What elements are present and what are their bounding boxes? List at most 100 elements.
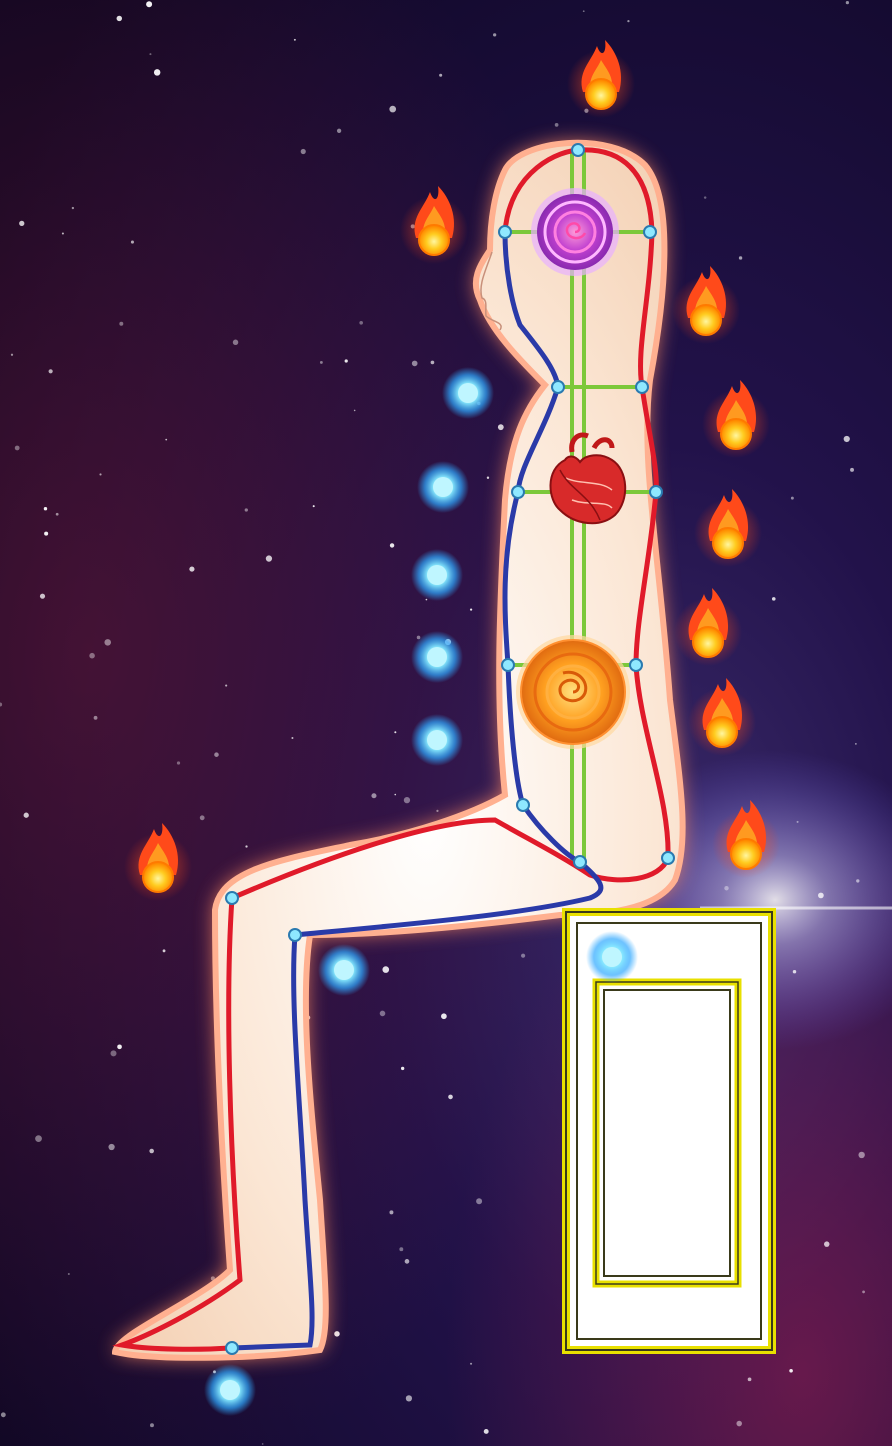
flame-icon xyxy=(712,800,780,878)
star xyxy=(19,220,25,226)
head-spiral-icon xyxy=(531,188,619,276)
star xyxy=(265,555,273,562)
star xyxy=(771,597,776,601)
star xyxy=(291,736,294,739)
star xyxy=(176,761,181,765)
star xyxy=(245,845,248,848)
star xyxy=(483,1429,489,1434)
junction-node xyxy=(551,380,565,394)
star xyxy=(214,752,219,757)
star xyxy=(845,1,850,5)
star xyxy=(389,105,397,113)
star xyxy=(790,496,794,500)
junction-node xyxy=(643,225,657,239)
star xyxy=(389,1210,394,1215)
star xyxy=(55,512,59,516)
star xyxy=(93,715,98,720)
star xyxy=(627,19,630,23)
star xyxy=(67,1273,70,1276)
glowing-orb-icon xyxy=(318,944,370,996)
star xyxy=(149,1148,154,1154)
star xyxy=(149,53,152,56)
orb-group xyxy=(204,367,638,1416)
star xyxy=(469,608,473,611)
star xyxy=(747,1377,752,1382)
star xyxy=(71,206,75,210)
star xyxy=(293,38,296,41)
star xyxy=(399,1247,404,1252)
star xyxy=(39,593,46,599)
star xyxy=(394,793,397,796)
glowing-orb-icon xyxy=(442,367,494,419)
star xyxy=(119,321,124,326)
star xyxy=(225,684,228,687)
star xyxy=(150,1423,154,1428)
star xyxy=(336,128,342,133)
flame-icon xyxy=(702,380,770,458)
channel-junction-nodes xyxy=(225,143,675,1355)
star xyxy=(436,809,439,813)
flame-group xyxy=(124,40,780,901)
star xyxy=(0,1412,6,1418)
star xyxy=(44,531,49,536)
flame-icon xyxy=(567,40,635,118)
star xyxy=(110,1050,117,1057)
star xyxy=(334,1331,340,1337)
star xyxy=(162,949,166,953)
glowing-orb-icon xyxy=(411,549,463,601)
flame-icon xyxy=(688,678,756,756)
star xyxy=(470,1362,473,1365)
star xyxy=(394,731,397,734)
star xyxy=(261,1443,264,1445)
star xyxy=(843,435,850,443)
star xyxy=(554,123,559,127)
star xyxy=(99,473,102,476)
star xyxy=(400,1066,405,1071)
junction-node xyxy=(501,658,515,672)
star xyxy=(232,339,239,345)
star xyxy=(244,508,248,512)
star xyxy=(818,892,824,899)
star xyxy=(117,1044,122,1050)
star xyxy=(476,1198,483,1205)
star xyxy=(854,742,857,745)
star xyxy=(344,359,348,363)
junction-node xyxy=(498,225,512,239)
glowing-orb-icon xyxy=(204,1364,256,1416)
star xyxy=(850,467,854,472)
junction-node xyxy=(573,855,587,869)
star xyxy=(736,1420,742,1427)
star xyxy=(439,73,443,77)
star xyxy=(403,797,411,804)
star xyxy=(210,1276,215,1281)
seat-block xyxy=(562,908,776,1354)
star xyxy=(379,1010,386,1017)
star xyxy=(43,507,48,511)
star xyxy=(858,1151,865,1159)
star xyxy=(89,652,95,659)
junction-node xyxy=(661,851,675,865)
junction-node xyxy=(516,798,530,812)
junction-node xyxy=(571,143,585,157)
flame-icon xyxy=(124,823,192,901)
star xyxy=(856,879,860,883)
star xyxy=(146,1,153,8)
star xyxy=(61,232,64,235)
seated-figure-body xyxy=(111,139,686,1361)
star xyxy=(441,1013,447,1020)
junction-node xyxy=(511,485,525,499)
star xyxy=(389,543,395,548)
star xyxy=(405,1395,413,1402)
star xyxy=(796,820,799,823)
face-profile-line xyxy=(480,251,502,331)
star xyxy=(165,438,168,441)
star xyxy=(353,409,356,412)
star xyxy=(724,886,729,891)
glowing-orb-icon xyxy=(411,631,463,683)
flame-icon xyxy=(672,266,740,344)
star xyxy=(792,969,797,974)
star xyxy=(521,953,526,958)
star xyxy=(116,15,123,22)
star xyxy=(35,1135,42,1142)
star xyxy=(448,1094,453,1100)
